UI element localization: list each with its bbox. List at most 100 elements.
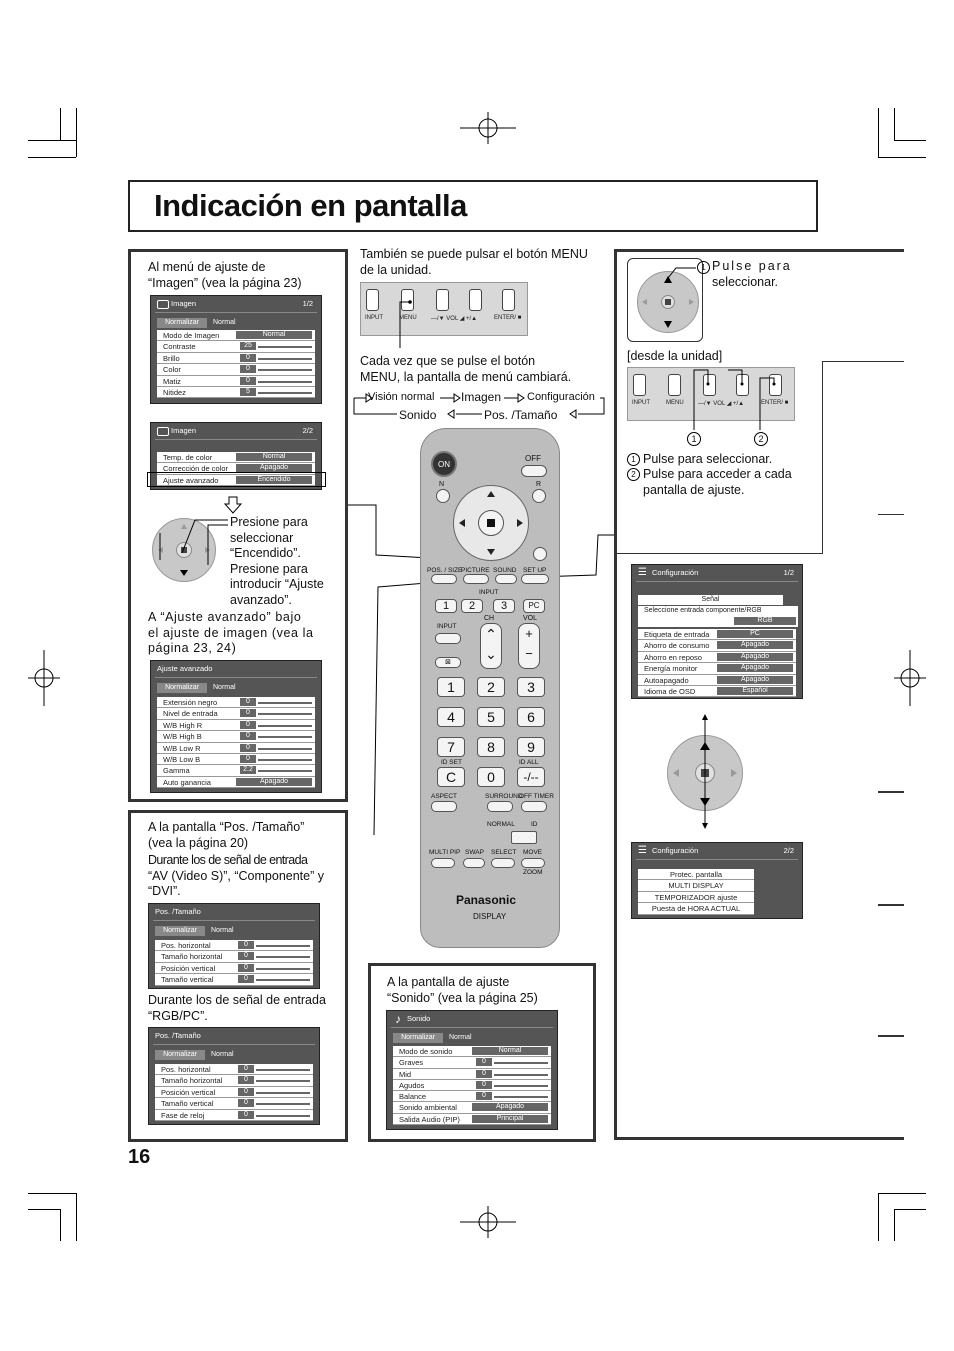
osd-slider[interactable]: 0 bbox=[472, 1069, 548, 1078]
normalize-button[interactable]: Normalizar bbox=[157, 318, 207, 328]
digit-4-button[interactable]: 4 bbox=[437, 707, 465, 727]
pos-size-button[interactable] bbox=[431, 574, 457, 584]
r-button[interactable] bbox=[532, 489, 546, 503]
off-timer-button[interactable] bbox=[521, 801, 547, 812]
surround-button[interactable] bbox=[487, 801, 513, 812]
osd-slider[interactable]: 0 bbox=[234, 1076, 310, 1085]
osd-slider[interactable]: 0 bbox=[234, 941, 310, 949]
osd-slider[interactable]: 0 bbox=[472, 1058, 548, 1067]
osd-slider[interactable]: 0 bbox=[234, 975, 310, 984]
normal-switch[interactable] bbox=[511, 831, 537, 844]
vol-rocker[interactable]: +− bbox=[518, 623, 540, 669]
digit-dash-button[interactable]: -/-- bbox=[517, 767, 545, 787]
pc-button[interactable]: PC bbox=[523, 599, 545, 613]
osd-slider[interactable]: 0 bbox=[236, 365, 312, 374]
digit-c-button[interactable]: C bbox=[437, 767, 465, 787]
osd-slider[interactable]: 0 bbox=[234, 1087, 310, 1096]
input-button[interactable] bbox=[435, 633, 461, 644]
osd-slider[interactable]: 2.2 bbox=[236, 766, 312, 775]
osd-slider[interactable]: 0 bbox=[472, 1080, 548, 1089]
sound-button[interactable] bbox=[495, 574, 517, 584]
component-value[interactable]: RGB bbox=[734, 617, 796, 625]
osd-slider[interactable]: 0 bbox=[236, 376, 312, 385]
digit-9-button[interactable]: 9 bbox=[517, 737, 545, 757]
unit-vol-up-button[interactable] bbox=[469, 289, 482, 311]
picture-button[interactable] bbox=[463, 574, 489, 584]
ch-rocker[interactable]: ⌃⌄ bbox=[480, 623, 502, 669]
osd-slider[interactable]: 0 bbox=[236, 732, 312, 741]
unit-menu-button[interactable] bbox=[668, 374, 681, 396]
unit-vol-down-button[interactable] bbox=[703, 374, 716, 396]
return-button[interactable] bbox=[533, 547, 547, 561]
digit-5-button[interactable]: 5 bbox=[477, 707, 505, 727]
mute-button[interactable]: ⊠ bbox=[435, 657, 461, 668]
setup-button[interactable] bbox=[521, 574, 549, 584]
digit-2-button[interactable]: 2 bbox=[477, 677, 505, 697]
aspect-button[interactable] bbox=[431, 801, 457, 812]
swap-button[interactable] bbox=[463, 858, 485, 868]
osd-slider[interactable]: 0 bbox=[236, 754, 312, 763]
unit-enter-button[interactable] bbox=[769, 374, 782, 396]
osd-slider[interactable]: 0 bbox=[236, 709, 312, 718]
osd-slider[interactable]: 0 bbox=[234, 1099, 310, 1108]
osd-slider[interactable]: 0 bbox=[234, 1065, 310, 1073]
osd-slider[interactable]: 0 bbox=[236, 698, 312, 706]
input-2-button[interactable]: 2 bbox=[461, 599, 483, 613]
digit-8-button[interactable]: 8 bbox=[477, 737, 505, 757]
unit-vol-down-button[interactable] bbox=[436, 289, 449, 311]
digit-7-button[interactable]: 7 bbox=[437, 737, 465, 757]
osd-slider[interactable]: 0 bbox=[234, 952, 310, 961]
osd-slider[interactable]: 0 bbox=[236, 743, 312, 752]
normalize-button[interactable]: Normalizar bbox=[157, 683, 207, 693]
unit-input-button[interactable] bbox=[633, 374, 646, 396]
digit-6-button[interactable]: 6 bbox=[517, 707, 545, 727]
move-button[interactable] bbox=[521, 858, 545, 868]
digit-0-button[interactable]: 0 bbox=[477, 767, 505, 787]
osd-slider[interactable]: 0 bbox=[236, 720, 312, 729]
unit-input-button[interactable] bbox=[366, 289, 379, 311]
osd-menu-item[interactable]: Protec. pantalla bbox=[638, 869, 754, 881]
power-off-button[interactable] bbox=[521, 465, 547, 477]
n-button[interactable] bbox=[436, 489, 450, 503]
osd-menu-item[interactable]: Puesta de HORA ACTUAL bbox=[638, 903, 754, 915]
normalize-button[interactable]: Normalizar bbox=[155, 1050, 205, 1060]
power-on-button[interactable] bbox=[431, 451, 457, 477]
input-3-button[interactable]: 3 bbox=[493, 599, 515, 613]
osd-menu-item[interactable]: MULTI DISPLAY bbox=[638, 880, 754, 892]
multi-pip-button[interactable] bbox=[431, 858, 455, 868]
normalize-button[interactable]: Normalizar bbox=[393, 1033, 443, 1043]
digit-1-button[interactable]: 1 bbox=[437, 677, 465, 697]
